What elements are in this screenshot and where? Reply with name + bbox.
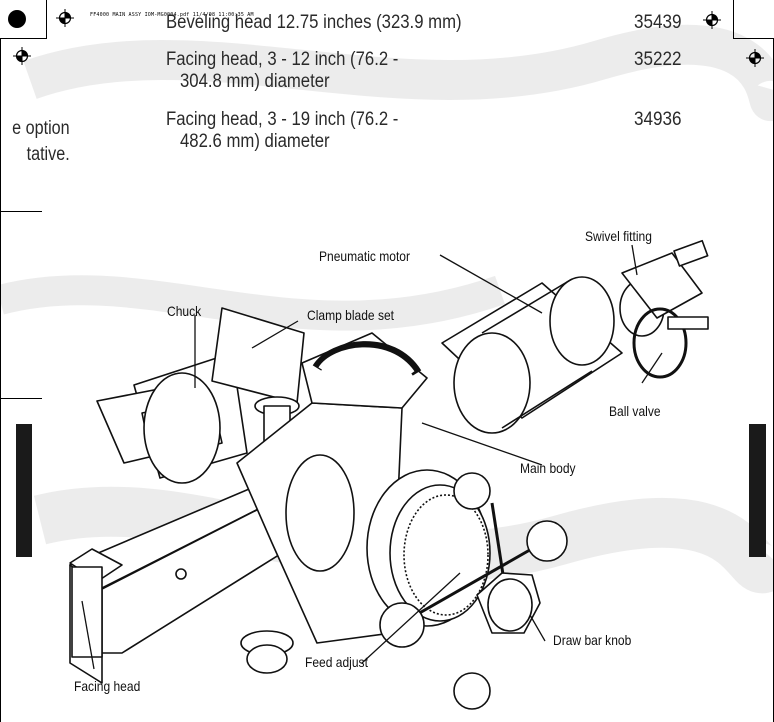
frame-line-right xyxy=(733,0,734,38)
part-row-2-line1: Facing head, 3 - 12 inch (76.2 - xyxy=(166,49,399,70)
printer-dot-mark xyxy=(8,10,26,28)
registration-mark-icon xyxy=(746,49,764,67)
callout-ball-valve: Ball valve xyxy=(609,403,661,419)
callout-clamp-blade-set: Clamp blade set xyxy=(307,307,395,323)
callout-main-body: Main body xyxy=(520,460,576,476)
callout-swivel-fitting: Swivel fitting xyxy=(585,228,652,244)
rule-line-2 xyxy=(0,398,42,399)
section-tab-left xyxy=(16,424,32,557)
part-row-3-number: 34936 xyxy=(634,109,682,130)
registration-mark-icon xyxy=(56,9,74,27)
part-row-1-line1: Beveling head 12.75 inches (323.9 mm) xyxy=(166,12,462,33)
part-row-1-number: 35439 xyxy=(634,12,682,33)
callout-chuck: Chuck xyxy=(167,303,202,319)
registration-mark-icon xyxy=(703,11,721,29)
tool-illustration xyxy=(69,239,709,710)
adjacent-text-line2: tative. xyxy=(26,144,70,165)
part-row-2-number: 35222 xyxy=(634,49,682,70)
part-row-3-line1: Facing head, 3 - 19 inch (76.2 - xyxy=(166,109,399,130)
registration-mark-icon xyxy=(13,47,31,65)
adjacent-text-line1: e option xyxy=(12,118,70,139)
frame-line-left-vertical xyxy=(0,38,1,722)
rule-line-1 xyxy=(0,211,42,212)
callout-draw-bar-knob: Draw bar knob xyxy=(553,632,632,648)
frame-line-top xyxy=(0,38,47,39)
callout-facing-head: Facing head xyxy=(74,678,141,694)
part-row-2-line2: 304.8 mm) diameter xyxy=(180,71,330,92)
callout-pneumatic-motor: Pneumatic motor xyxy=(319,248,411,264)
part-row-3-line2: 482.6 mm) diameter xyxy=(180,131,330,152)
section-tab-right xyxy=(749,424,766,557)
callout-feed-adjust: Feed adjust xyxy=(305,654,368,670)
frame-line-left xyxy=(46,0,47,38)
frame-line-right-top xyxy=(733,38,774,39)
print-slug: FF4000 MAIN ASSY IOM-MG0004.pdf 11/4/08 … xyxy=(90,12,254,18)
